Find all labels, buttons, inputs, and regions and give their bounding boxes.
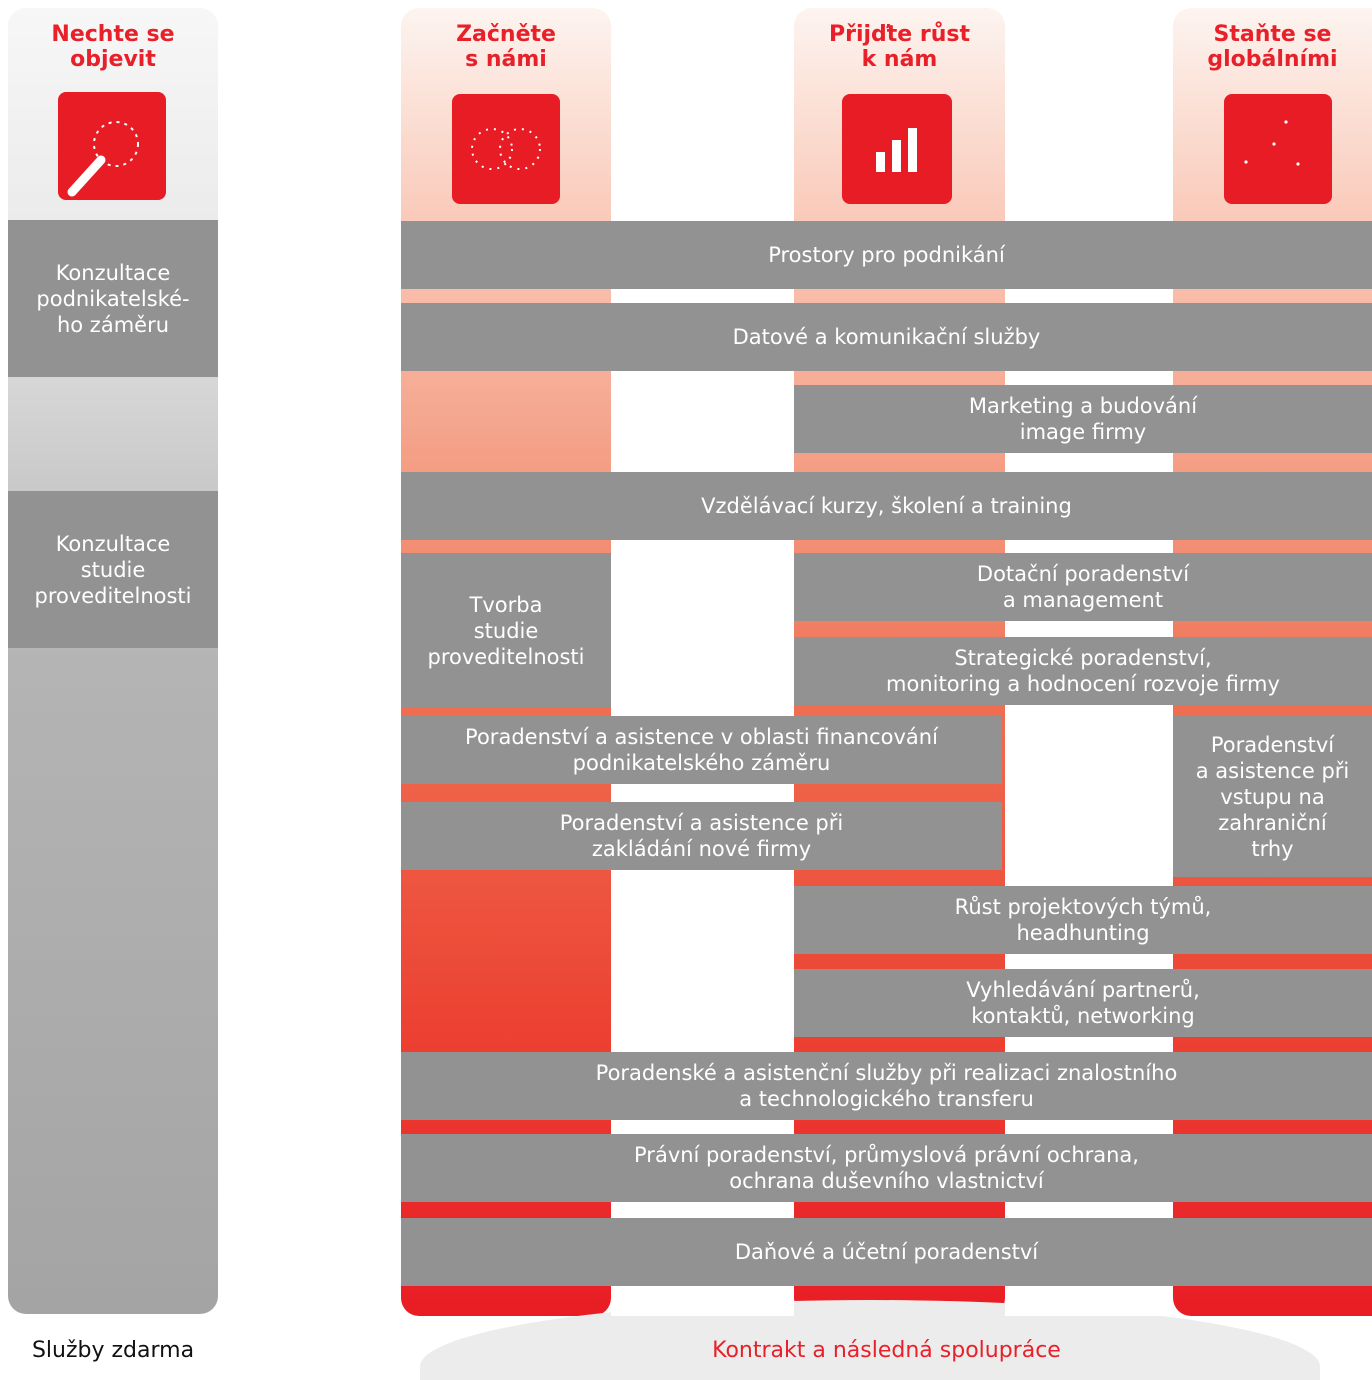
gap-col2-col3-legal <box>1005 1120 1173 1134</box>
service-business-premises: Prostory pro podnikání <box>401 221 1372 289</box>
free-service-feasibility-consult: Konzultace studie proveditelnosti <box>8 491 218 648</box>
gap-col1-col2-tax <box>611 1202 794 1218</box>
magnifier-icon <box>58 92 166 200</box>
gap-bottom-2 <box>1005 1286 1173 1316</box>
free-services-label: Služby zdarma <box>31 1338 195 1363</box>
service-data-communication: Datové a komunikační služby <box>401 303 1372 371</box>
globe-dots-icon <box>1224 94 1332 204</box>
eu-stars-icon <box>452 94 560 204</box>
service-foreign-markets: Poradenství a asistence při vstupu na za… <box>1173 716 1372 877</box>
stage-title-3: Přijďte růst k nám <box>828 22 971 72</box>
bar-chart-icon <box>842 94 952 204</box>
gap-col1-col2-legal <box>611 1120 794 1134</box>
service-grant-consulting: Dotační poradenství a management <box>794 553 1372 621</box>
service-strategic-consulting: Strategické poradenství, monitoring a ho… <box>794 637 1372 705</box>
stage-title-1: Nechte se objevit <box>51 22 175 72</box>
service-marketing-image: Marketing a budování image firmy <box>794 385 1372 453</box>
service-feasibility-study: Tvorba studie proveditelnosti <box>401 553 611 708</box>
contract-label: Kontrakt a následná spolupráce <box>712 1338 1061 1363</box>
service-financing-assistance: Poradenství a asistence v oblasti financ… <box>401 716 1002 784</box>
service-legal-ip: Právní poradenství, průmyslová právní oc… <box>401 1134 1372 1202</box>
stage-title-2: Začněte s námi <box>456 22 556 72</box>
gap-col1-col2-marketing <box>611 371 794 471</box>
gap-bottom-1 <box>611 1286 794 1316</box>
service-education-training: Vzdělávací kurzy, školení a training <box>401 472 1372 540</box>
service-technology-transfer: Poradenské a asistenční služby při reali… <box>401 1052 1372 1120</box>
bottom-swirl-mask <box>401 1286 1372 1316</box>
service-project-teams: Růst projektových týmů, headhunting <box>794 886 1372 954</box>
gap-col1-col2-teams <box>611 870 794 1052</box>
service-tax-accounting: Daňové a účetní poradenství <box>401 1218 1372 1286</box>
stage-title-4: Staňte se globálními <box>1207 22 1338 72</box>
service-company-founding: Poradenství a asistence při zakládání no… <box>401 802 1002 870</box>
free-service-business-plan: Konzultace podnikatelské- ho záměru <box>8 220 218 377</box>
service-partner-search: Vyhledávání partnerů, kontaktů, networki… <box>794 969 1372 1037</box>
gap-col3-mid <box>1005 715 1173 879</box>
gap-col1-col2-grant <box>611 540 794 715</box>
gap-col2-col3-tax <box>1005 1202 1173 1218</box>
